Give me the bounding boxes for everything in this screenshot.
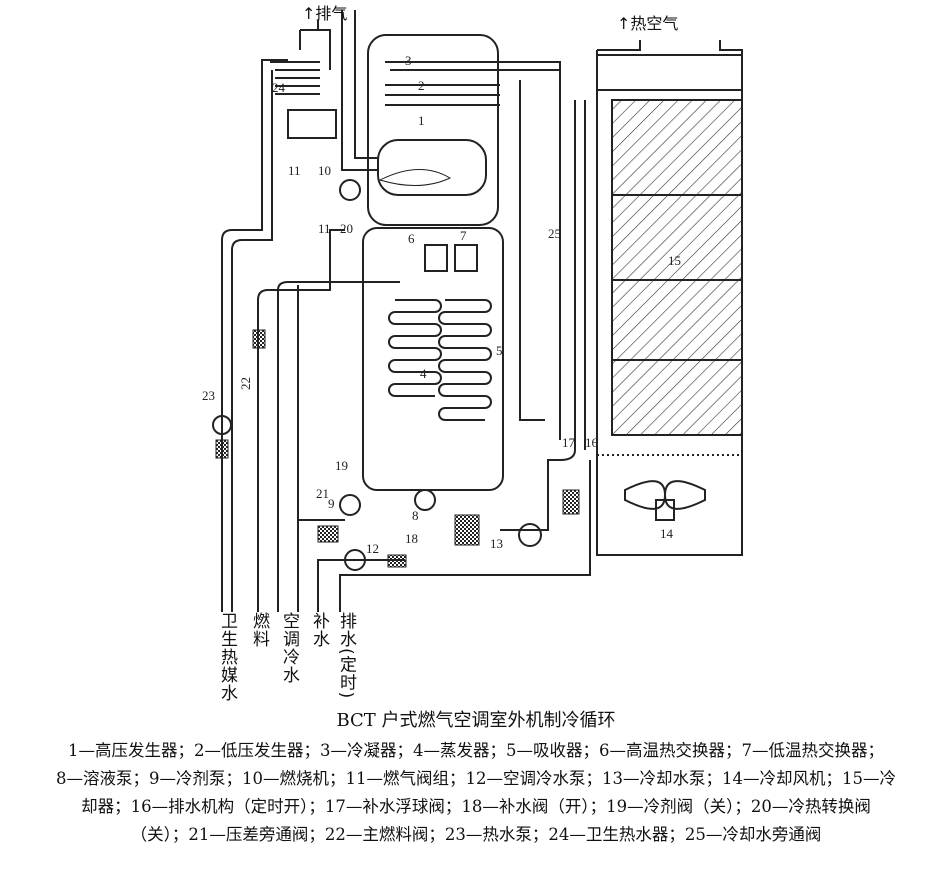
absorber-coil: [438, 299, 492, 421]
hot-water-pump: [212, 415, 232, 435]
label-20: 20: [340, 221, 353, 236]
legend-line-3: 却器；16—排水机构（定时开）；17—补水浮球阀；18—补水阀（开）；19—冷剂…: [81, 797, 871, 816]
exhaust-label: ↑排气: [302, 4, 348, 23]
label-17: 17: [562, 435, 576, 450]
figure-title: BCT 户式燃气空调室外机制冷循环: [336, 710, 616, 731]
filter: [215, 439, 229, 459]
label-13: 13: [490, 536, 503, 551]
label-18: 18: [405, 531, 418, 546]
exhaust-flue: [341, 10, 378, 171]
absorber-evaporator-vessel: [362, 227, 504, 491]
label-11b: 11: [318, 221, 331, 236]
high-temp-heat-exchanger: [424, 244, 448, 272]
label-15: 15: [668, 253, 681, 268]
flame-icon: [378, 169, 452, 187]
filter: [387, 554, 407, 568]
label-2: 2: [418, 78, 425, 93]
refrigeration-cycle-diagram: 1 2 3 4 5 6 7 8 9 10 11 11 12 13 14 15 1…: [202, 10, 743, 612]
chilled-water-label: 空调冷水: [279, 612, 299, 684]
legend-line-4: （关）；21—压差旁通阀；22—主燃料阀；23—热水泵；24—卫生热水器；25—…: [130, 825, 822, 844]
legend-line-2: 8—溶液泵；9—冷剂泵；10—燃烧机；11—燃气阀组；12—空调冷水泵；13—冷…: [56, 769, 896, 788]
label-23: 23: [202, 388, 215, 403]
hot-air-label: ↑热空气: [617, 14, 679, 33]
sanitary-water-heater: [287, 109, 337, 139]
label-22: 22: [238, 377, 253, 390]
fuel-label: 燃料: [249, 612, 269, 648]
label-24: 24: [272, 80, 286, 95]
filter: [317, 525, 339, 543]
label-16: 16: [585, 435, 599, 450]
legend-line-1: 1—高压发生器；2—低压发生器；3—冷凝器；4—蒸发器；5—吸收器；6—高温热交…: [68, 741, 884, 760]
label-11a: 11: [288, 163, 301, 178]
filter: [252, 329, 266, 349]
label-6: 6: [408, 231, 415, 246]
high-pressure-generator: [377, 139, 487, 196]
sanitary-hot-water-label: 卫生热媒水: [217, 612, 237, 702]
cooling-fan: [624, 480, 706, 510]
label-8: 8: [412, 508, 419, 523]
drain-label: 排水(定时): [336, 612, 356, 700]
label-5: 5: [496, 343, 503, 358]
water-heater-flue: [299, 20, 331, 70]
label-19: 19: [335, 458, 348, 473]
label-25: 25: [548, 226, 561, 241]
label-14: 14: [660, 526, 674, 541]
solution-pump: [414, 489, 436, 511]
filter: [562, 489, 580, 515]
refrigerant-pump: [339, 494, 361, 516]
label-3: 3: [405, 53, 412, 68]
label-4: 4: [420, 366, 427, 381]
cooling-water-pump: [518, 523, 542, 547]
filter: [454, 514, 480, 546]
low-temp-heat-exchanger: [454, 244, 478, 272]
chilled-water-pump: [344, 549, 366, 571]
generator-vessel: [367, 34, 499, 226]
label-12: 12: [366, 541, 379, 556]
evaporator-coil: [388, 299, 442, 397]
label-21: 21: [316, 486, 329, 501]
makeup-water-label: 补水: [309, 612, 329, 648]
cooler-fill: [611, 99, 743, 436]
label-9: 9: [328, 496, 335, 511]
label-1: 1: [418, 113, 425, 128]
burner: [339, 179, 361, 201]
label-7: 7: [460, 228, 467, 243]
label-10: 10: [318, 163, 331, 178]
